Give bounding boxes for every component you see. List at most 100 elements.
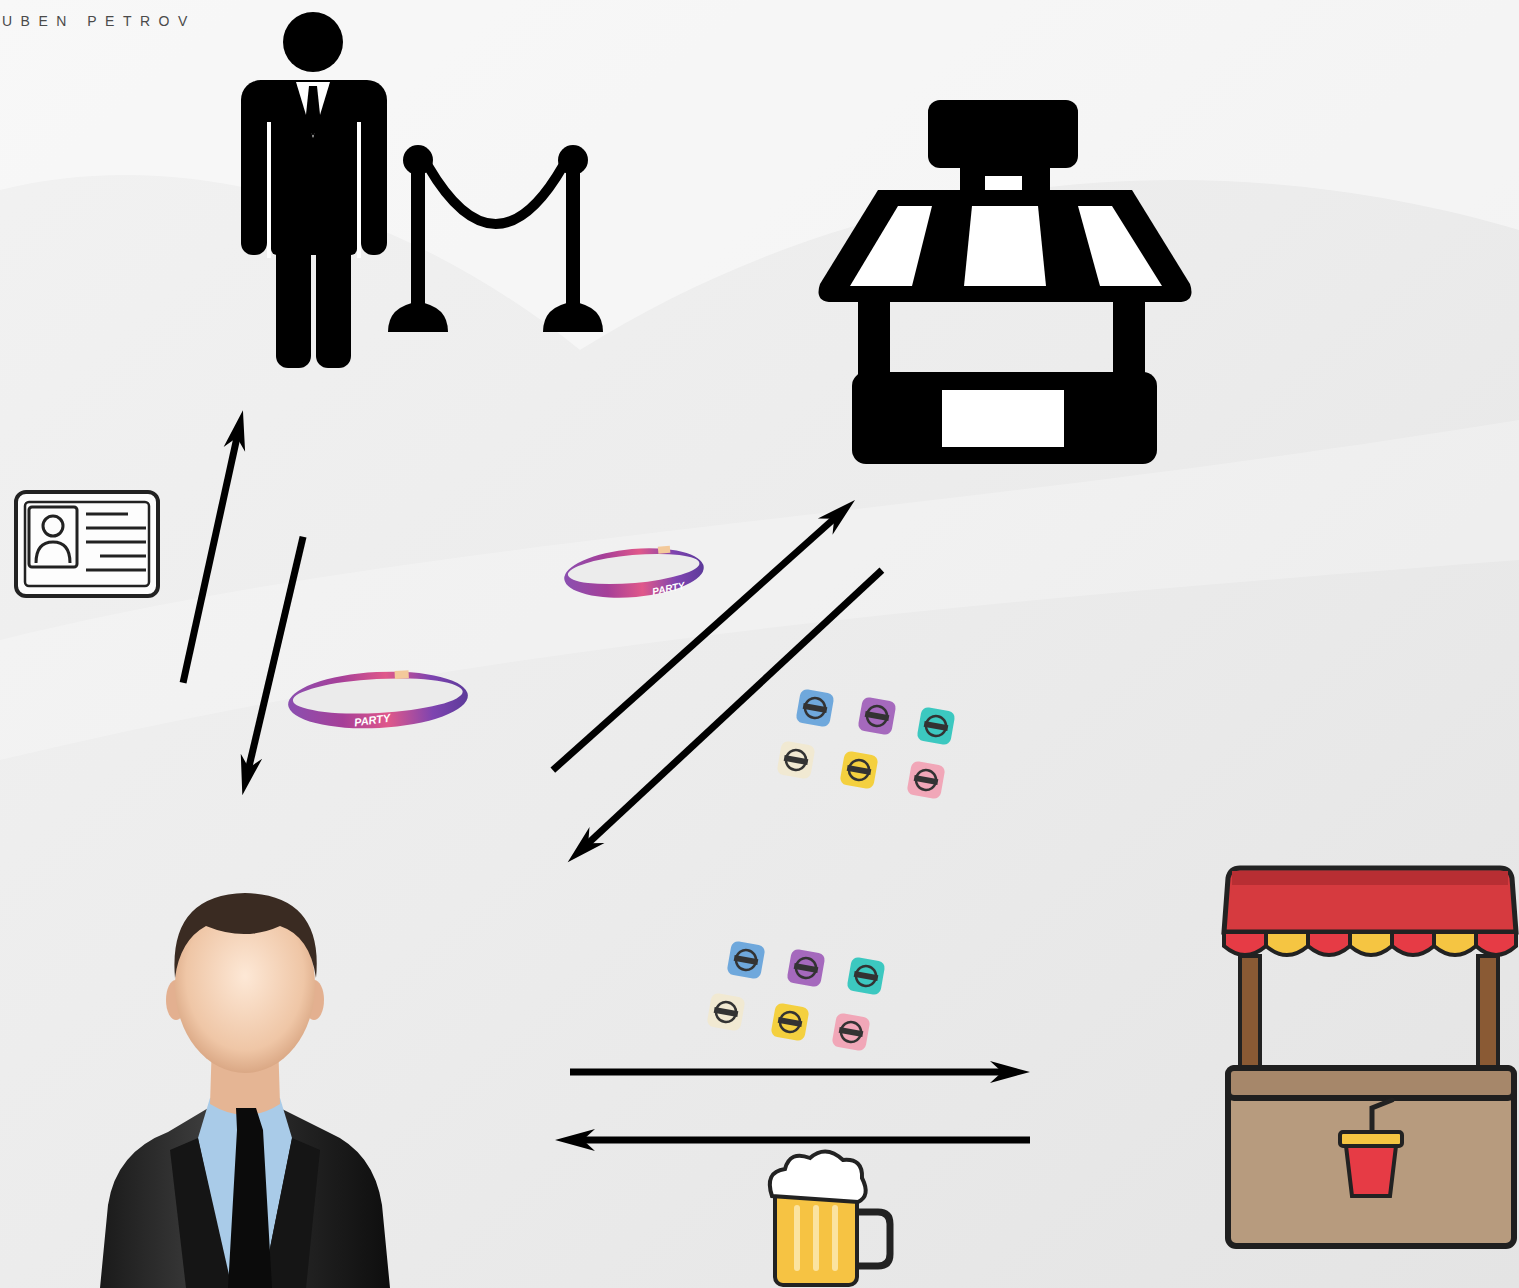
id-text-line <box>86 513 128 516</box>
token-logo <box>803 703 828 713</box>
stanchion-post <box>411 170 425 312</box>
wristband <box>562 543 706 603</box>
bouncer-arm-gap <box>267 122 271 258</box>
mug-foam <box>770 1151 866 1202</box>
stand-roof-band <box>1232 871 1508 885</box>
bouncer-collar <box>296 82 330 138</box>
stand-scallop <box>1308 932 1350 955</box>
bouncer-arm-gap <box>357 122 361 258</box>
author-name: UBEN PETROV <box>2 13 196 29</box>
mug-highlight <box>794 1208 800 1268</box>
token-logo <box>794 956 817 979</box>
stanchion-base <box>388 302 448 332</box>
drink-stand-node <box>1220 860 1519 1255</box>
token-logo <box>854 964 877 987</box>
cup-straw <box>1372 1100 1392 1134</box>
token-logo <box>839 1020 862 1043</box>
stand-scallop <box>1350 932 1392 955</box>
mug-handle <box>857 1212 890 1266</box>
id-photo-body <box>36 542 70 563</box>
id-card <box>16 492 158 596</box>
stanchion-base <box>543 302 603 332</box>
mug-highlight <box>832 1208 838 1268</box>
kiosk-window <box>942 390 1064 447</box>
token-logo <box>784 755 809 765</box>
id-photo <box>29 507 77 567</box>
bouncer-leg <box>316 240 351 368</box>
flow-arrow <box>183 434 238 683</box>
kiosk-pillar <box>858 298 890 382</box>
kiosk-neck <box>960 164 1050 194</box>
ticket-booth-node <box>815 90 1195 470</box>
token-logo <box>914 768 937 791</box>
token <box>857 696 896 735</box>
token-logo <box>854 971 879 981</box>
kiosk-awning <box>819 190 1192 302</box>
stand-counter-top <box>1228 1068 1514 1098</box>
flow-arrow <box>553 516 837 770</box>
token <box>786 948 825 987</box>
wristband-print: PARTY <box>353 712 391 729</box>
token-logo <box>847 758 870 781</box>
bouncer-head <box>283 12 343 72</box>
wristband <box>287 667 470 732</box>
token <box>916 706 955 745</box>
id-text-line <box>86 541 146 544</box>
stand-counter <box>1228 1068 1514 1246</box>
token-logo <box>839 1027 864 1037</box>
stand-scallop <box>1224 932 1266 955</box>
token-logo <box>784 748 807 771</box>
stand-scallop <box>1434 932 1476 955</box>
wristband-clasp <box>395 670 409 679</box>
guest-node <box>90 800 400 1288</box>
awning-stripe <box>1078 206 1162 286</box>
flow-arrow <box>570 1069 1006 1076</box>
flow-arrow <box>248 537 303 772</box>
mug-body <box>775 1190 857 1285</box>
stand-post <box>1240 956 1260 1070</box>
guest-lapel <box>170 1138 232 1288</box>
token <box>846 956 885 995</box>
wristband-print: PARTY <box>651 579 686 597</box>
token-logo <box>924 721 949 731</box>
awning-stripe <box>964 206 1046 286</box>
stand-post <box>1478 956 1498 1070</box>
guest-suit <box>100 1104 390 1288</box>
stand-scallop <box>1266 932 1308 955</box>
kiosk-sign <box>928 100 1078 168</box>
token <box>726 940 765 979</box>
token-logo <box>803 696 826 719</box>
guest-tie <box>228 1108 272 1288</box>
token-logo <box>734 955 759 965</box>
id-text-line <box>86 527 146 530</box>
id-card-inner <box>25 502 149 586</box>
token-logo <box>924 714 947 737</box>
bouncer-node <box>230 10 615 380</box>
kiosk-counter <box>852 372 1157 464</box>
flow-arrow <box>585 570 882 846</box>
token <box>906 760 945 799</box>
token-logo <box>914 775 939 785</box>
bouncer-arm <box>241 95 267 255</box>
id-text-line <box>86 569 146 572</box>
background-swoosh <box>0 0 1519 350</box>
id-text-line <box>100 555 146 558</box>
stand-roof <box>1224 868 1516 932</box>
token-logo <box>714 1000 737 1023</box>
token <box>839 750 878 789</box>
token-logo <box>714 1007 739 1017</box>
cup-body <box>1346 1146 1396 1196</box>
stanchion-post <box>566 170 580 312</box>
stand-scallop <box>1392 932 1434 955</box>
token-logo <box>847 765 872 775</box>
wristband-clasp <box>658 546 671 554</box>
token-logo <box>865 711 890 721</box>
bouncer-leg <box>276 240 311 368</box>
stand-scallop <box>1476 932 1516 955</box>
